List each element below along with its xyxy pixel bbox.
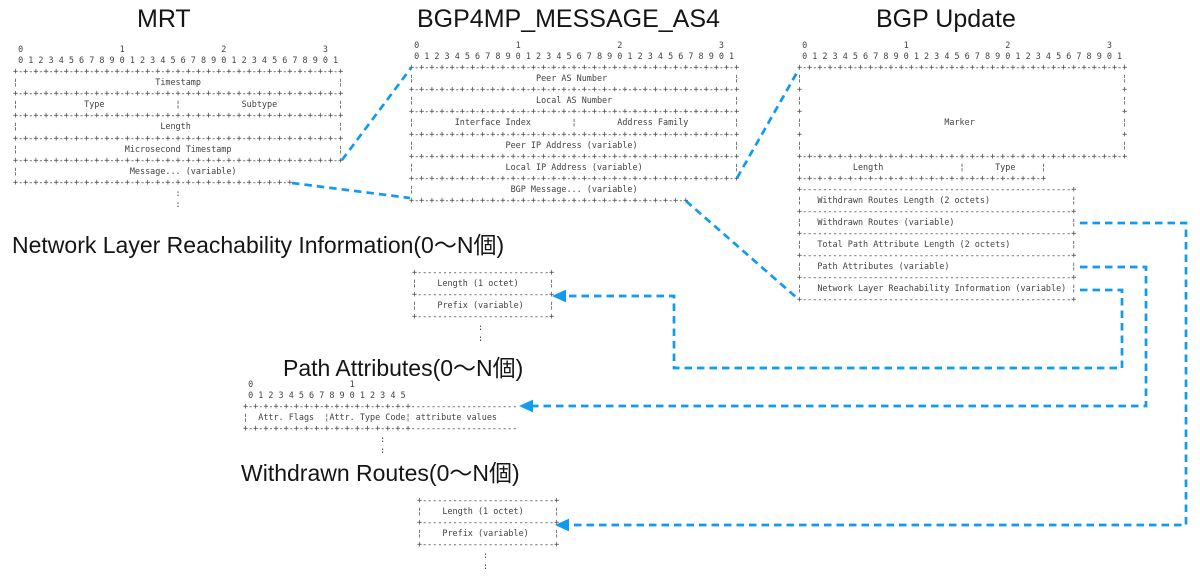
bgp4mp-message-as4-packet-ascii-diagram: 0 1 2 3 0 1 2 3 4 5 6 7 8 9 0 1 2 3 4 5 … [409, 40, 740, 205]
mrt-diagram-title: MRT [137, 5, 191, 33]
nlri-ascii-box: +--------------------------+ ¦ Length (1… [412, 267, 555, 344]
path-attributes-ascii-box: 0 1 0 1 2 3 4 5 6 7 8 9 0 1 2 3 4 5 +-+-… [243, 379, 518, 456]
connector-bgp4mp-bgpmessage-to-bgpupdate-bottom [685, 199, 798, 300]
connector-bgp4mp-bgpmessage-to-bgpupdate-top [735, 68, 801, 179]
nlri-section-title: Network Layer Reachability Information(0… [12, 232, 505, 258]
mrt-packet-ascii-diagram: 0 1 2 3 0 1 2 3 4 5 6 7 8 9 0 1 2 3 4 5 … [13, 44, 344, 209]
withdrawn-routes-ascii-box: +--------------------------+ ¦ Length (1… [417, 495, 560, 572]
bgp4mp-message-as4-diagram-title: BGP4MP_MESSAGE_AS4 [417, 5, 720, 33]
connector-mrt-message-to-bgp4mp-top [340, 67, 413, 161]
bgp-update-packet-ascii-diagram: 0 1 2 3 0 1 2 3 4 5 6 7 8 9 0 1 2 3 4 5 … [797, 40, 1128, 305]
withdrawn-routes-section-title: Withdrawn Routes(0〜N個) [241, 460, 520, 486]
path-attributes-section-title: Path Attributes(0〜N個) [283, 355, 524, 381]
path-attributes-arrowhead-icon [519, 399, 533, 413]
bgp-update-diagram-title: BGP Update [876, 5, 1016, 33]
